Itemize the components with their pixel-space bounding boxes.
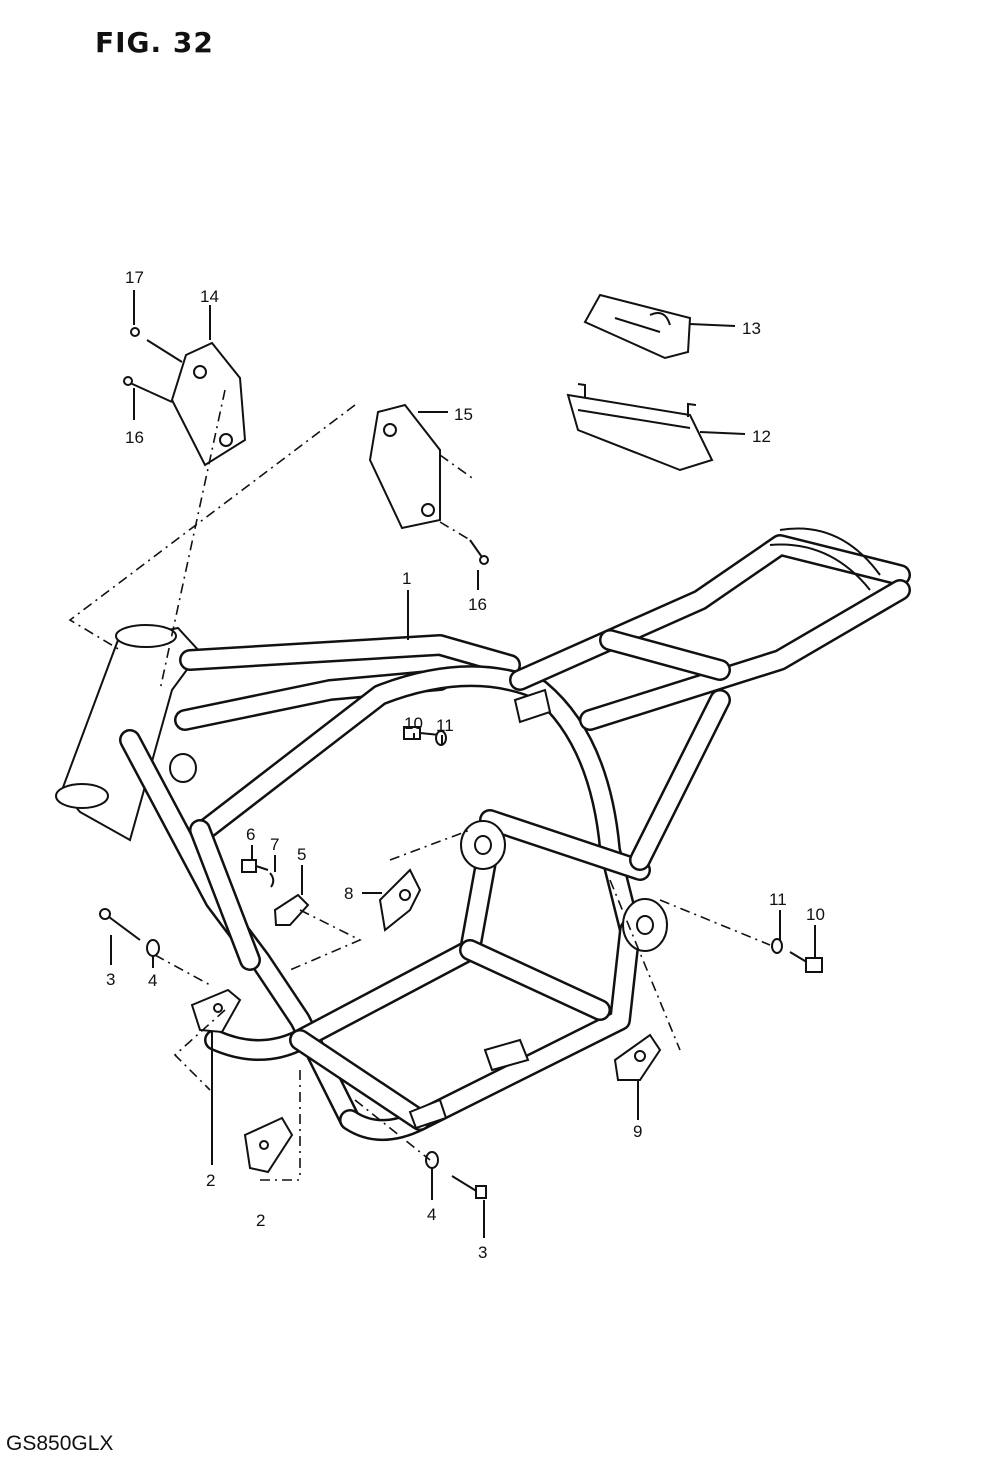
plate-5 (273, 893, 310, 926)
callout-6: 6 (246, 825, 255, 844)
frame-body (55, 527, 911, 1141)
callout-5: 5 (297, 845, 306, 864)
callout-15: 15 (454, 405, 473, 424)
callout-4-left: 4 (148, 971, 157, 990)
figure-title: FIG. 32 (95, 26, 214, 59)
nut-4-bottom (425, 1151, 439, 1169)
model-code: GS850GLX (6, 1432, 114, 1455)
bolt-6 (241, 859, 269, 873)
bolt-16-left (123, 376, 151, 393)
callout-10-left: 10 (404, 714, 423, 733)
bracket-15 (368, 403, 441, 530)
alignment-lines (68, 389, 771, 1181)
callout-2: 2 (206, 1171, 215, 1190)
callout-13: 13 (742, 319, 761, 338)
callout-16-left: 16 (125, 428, 144, 447)
battery-box (566, 383, 714, 472)
nut-4-left (146, 939, 160, 957)
callout-2-second: 2 (256, 1211, 265, 1230)
bolt-17 (130, 327, 140, 337)
plate-8 (378, 868, 422, 932)
bracket-14 (170, 341, 247, 467)
callout-12: 12 (752, 427, 771, 446)
washer-11-right (771, 938, 783, 954)
callout-1: 1 (402, 569, 411, 588)
callout-16-right: 16 (468, 595, 487, 614)
callout-10-right: 10 (806, 905, 825, 924)
bolt-3-bottom (451, 1175, 487, 1199)
callout-3-left: 3 (106, 970, 115, 989)
plate-2 (190, 988, 242, 1034)
callout-3-bottom: 3 (478, 1243, 487, 1262)
bolt-10-right (789, 951, 823, 973)
plate-2-second (243, 1116, 294, 1174)
washer-7 (269, 872, 275, 888)
callout-labels: 1 2 2 3 3 4 4 5 6 7 8 9 10 10 11 11 12 1… (106, 268, 825, 1262)
callout-4-bottom: 4 (427, 1205, 436, 1224)
callout-11-right: 11 (769, 890, 787, 909)
callout-8: 8 (344, 884, 353, 903)
callout-14: 14 (200, 287, 219, 306)
bolt-16-right (469, 539, 489, 565)
plate-9 (613, 1033, 662, 1081)
callout-9: 9 (633, 1122, 642, 1141)
callout-17: 17 (125, 268, 144, 287)
battery-pad (583, 293, 692, 360)
bolt-3-left (99, 908, 141, 941)
callout-7: 7 (270, 835, 279, 854)
leader-lines (110, 290, 816, 1238)
callout-11-left: 11 (436, 716, 454, 735)
